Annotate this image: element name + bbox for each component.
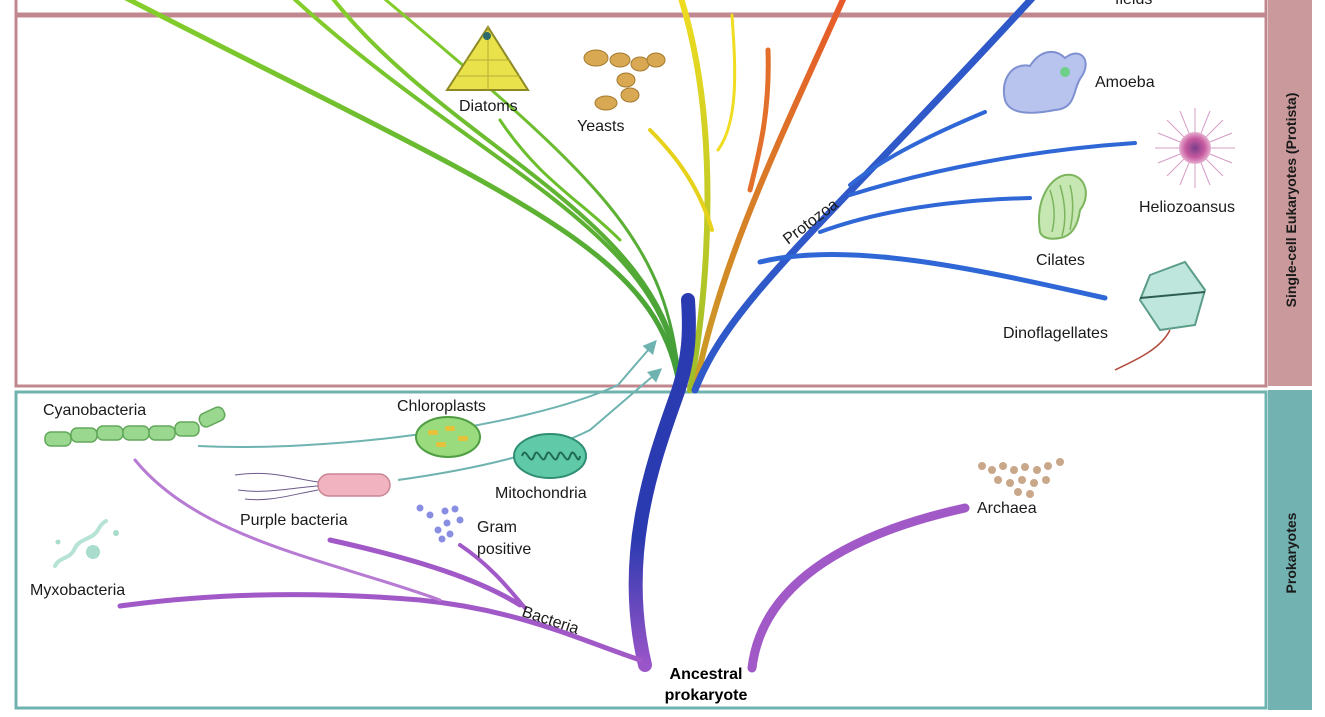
bacteria-label: Bacteria	[520, 604, 581, 638]
archaea-label: Archaea	[977, 500, 1037, 517]
ancestral-prokaryote-label-line1: Ancestral	[670, 666, 743, 683]
cyanobacteria-icon	[44, 406, 226, 447]
yellow-branches	[648, 0, 737, 393]
gram-positive-label-line1: Gram	[477, 519, 517, 536]
chloroplast-icon	[415, 416, 481, 458]
top-region-frame	[14, 0, 1268, 16]
myxobacteria-icon	[53, 519, 119, 568]
purple-bacteria-label: Purple bacteria	[240, 512, 348, 529]
main-trunk	[628, 293, 696, 672]
gram-positive-label-line2: positive	[477, 541, 531, 558]
yeasts-label: Yeasts	[577, 118, 624, 135]
diatom-icon	[445, 25, 530, 91]
mitochondrion-icon	[513, 433, 587, 479]
archaea-branch	[747, 503, 970, 673]
mitochondria-label: Mitochondria	[495, 485, 587, 502]
heliozoansus-label: Heliozoansus	[1139, 199, 1235, 216]
top-region-partial-label: fields	[1115, 0, 1152, 8]
gram-positive-cocci-icon	[416, 504, 464, 543]
dinoflagellate-icon	[1114, 260, 1207, 371]
eukaryotes-region-label: Single-cell Eukaryotes (Protista)	[1283, 93, 1299, 308]
ciliate-icon	[1038, 173, 1087, 240]
ancestral-prokaryote-label-line2: prokaryote	[665, 687, 748, 704]
cyanobacteria-label: Cyanobacteria	[43, 402, 146, 419]
prokaryote-side-band	[1268, 390, 1312, 710]
prokaryote-region	[14, 390, 1312, 710]
amoeba-label: Amoeba	[1095, 74, 1155, 91]
purple-bacterium-icon	[234, 472, 391, 501]
orange-branches	[692, 0, 847, 393]
protozoa-label: Protozoa	[780, 196, 841, 248]
archaea-icon	[978, 458, 1064, 498]
eukaryote-side-band	[1268, 0, 1312, 386]
myxobacteria-label: Myxobacteria	[30, 582, 125, 599]
yeast-icon	[583, 49, 666, 111]
amoeba-icon	[1002, 50, 1087, 114]
blue-protozoa-branches	[691, 0, 1137, 394]
diatoms-label: Diatoms	[459, 98, 518, 115]
bacteria-branches	[117, 458, 643, 663]
heliozoan-icon	[1155, 108, 1235, 188]
prokaryotes-region-label: Prokaryotes	[1283, 512, 1299, 593]
dinoflagellates-label: Dinoflagellates	[1003, 325, 1108, 342]
cilates-label: Cilates	[1036, 252, 1085, 269]
chloroplasts-label: Chloroplasts	[397, 398, 486, 415]
